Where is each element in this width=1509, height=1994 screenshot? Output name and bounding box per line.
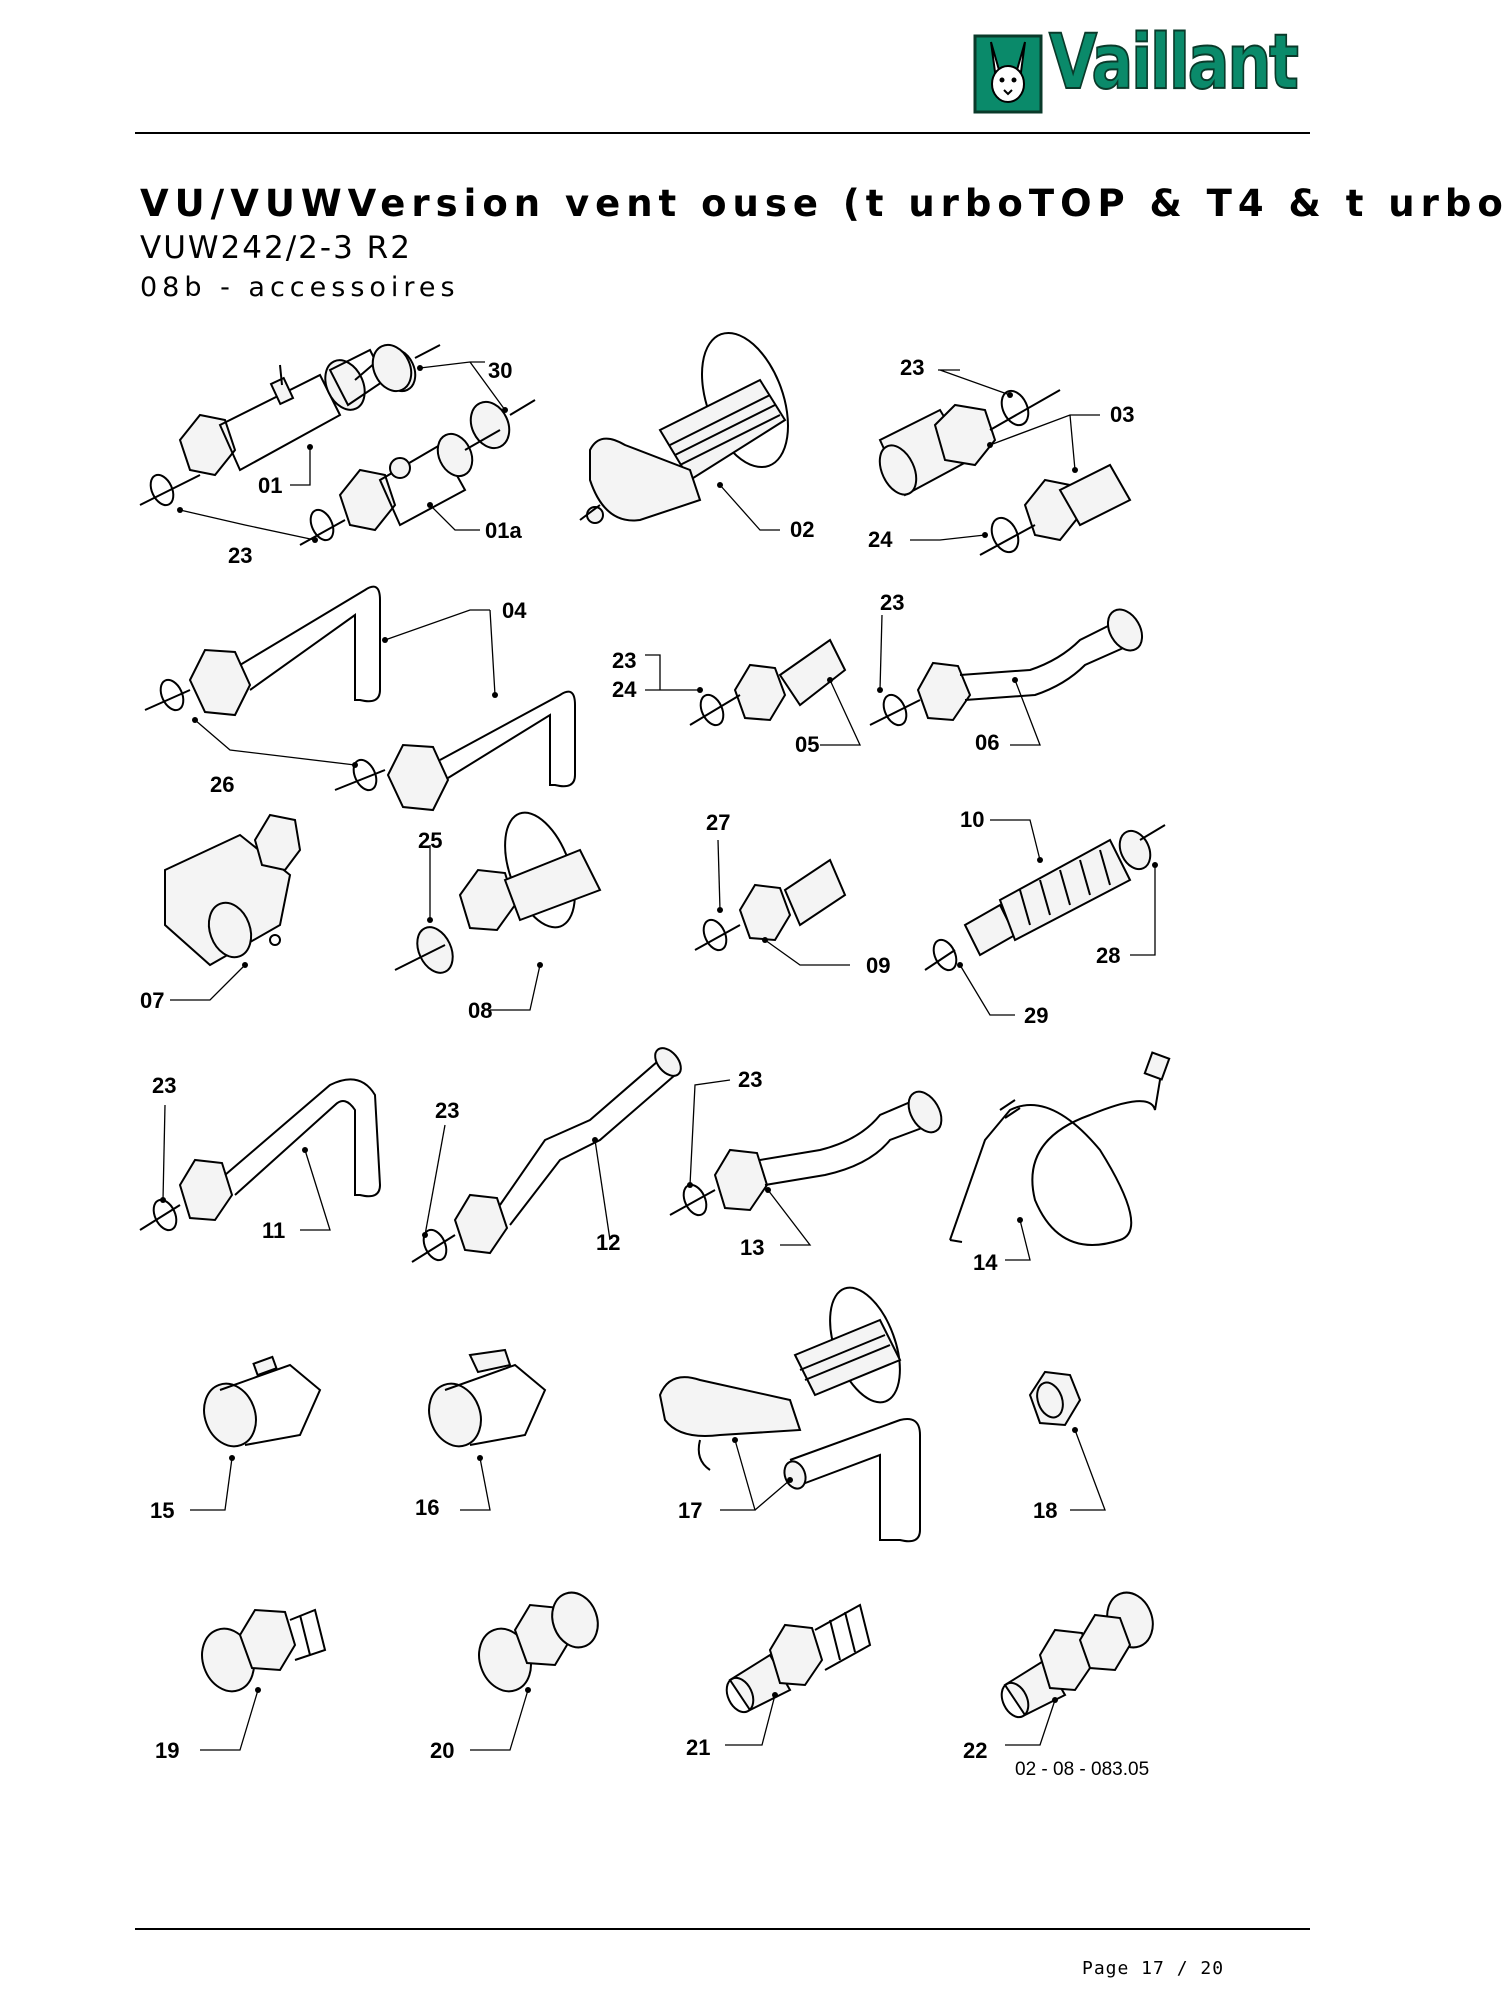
part-03-fitting xyxy=(878,389,1132,556)
label-11: 11 xyxy=(262,1218,285,1243)
part-17-elbow-valve xyxy=(658,1286,921,1543)
label-17: 17 xyxy=(678,1498,702,1523)
label-30: 30 xyxy=(488,358,512,383)
label-14: 14 xyxy=(973,1250,998,1275)
label-02: 02 xyxy=(790,517,814,542)
label-23: 23 xyxy=(738,1067,762,1092)
label-22: 22 xyxy=(963,1738,987,1763)
label-23: 23 xyxy=(228,543,252,568)
part-16-valve xyxy=(428,1348,547,1448)
label-27: 27 xyxy=(706,810,730,835)
label-09: 09 xyxy=(866,953,890,978)
part-10-flex-hose xyxy=(924,824,1166,972)
label-23: 23 xyxy=(612,648,636,673)
brand-name: Vaillant xyxy=(1048,17,1300,106)
label-10: 10 xyxy=(960,807,984,832)
hare-logo-icon xyxy=(973,34,1043,114)
label-24: 24 xyxy=(868,527,893,552)
label-08: 08 xyxy=(468,998,492,1023)
part-04-pipes xyxy=(144,585,576,812)
label-04: 04 xyxy=(502,598,527,623)
label-21: 21 xyxy=(686,1735,710,1760)
part-05-adapter xyxy=(689,638,847,727)
label-20: 20 xyxy=(430,1738,454,1763)
label-07: 07 xyxy=(140,988,164,1013)
label-19: 19 xyxy=(155,1738,179,1763)
part-12-pipe xyxy=(411,1047,682,1263)
header-rule xyxy=(135,132,1310,134)
label-26: 26 xyxy=(210,772,234,797)
part-18-plug xyxy=(1028,1370,1082,1427)
label-01a: 01a xyxy=(485,518,522,543)
part-06-bent-pipe xyxy=(869,608,1144,727)
page-number: Page 17 / 20 xyxy=(1082,1958,1225,1979)
label-13: 13 xyxy=(740,1235,764,1260)
label-15: 15 xyxy=(150,1498,174,1523)
leader-lines xyxy=(162,361,1156,1751)
part-23-washers-r1 xyxy=(149,473,335,542)
drawing-reference: 02 - 08 - 083.05 xyxy=(1015,1759,1149,1780)
part-13-pipe xyxy=(669,1090,943,1217)
label-12: 12 xyxy=(596,1230,620,1255)
label-23: 23 xyxy=(880,590,904,615)
part-09-adapter xyxy=(694,858,847,952)
label-23: 23 xyxy=(900,355,924,380)
label-28: 28 xyxy=(1096,943,1120,968)
part-11-pipe xyxy=(139,1078,382,1232)
label-24: 24 xyxy=(612,677,637,702)
label-01: 01 xyxy=(258,473,282,498)
label-25: 25 xyxy=(418,828,442,853)
part-30-nuts xyxy=(371,343,536,450)
footer-rule xyxy=(135,1928,1310,1930)
label-18: 18 xyxy=(1033,1498,1057,1523)
part-14-sensor xyxy=(949,1051,1171,1246)
leader-dots xyxy=(160,365,1158,1703)
part-20-union xyxy=(478,1591,599,1693)
label-06: 06 xyxy=(975,730,999,755)
part-01a-valve xyxy=(299,429,501,546)
document-title: VU/VUWVersion vent ouse (t urboTOP & T4 … xyxy=(140,182,1509,225)
model-number: VUW242/2-3 R2 xyxy=(140,230,412,266)
section-title: 08b - accessoires xyxy=(140,272,460,303)
part-19-union xyxy=(201,1608,327,1693)
part-08-fitting xyxy=(394,811,602,974)
label-29: 29 xyxy=(1024,1003,1048,1028)
part-21-union xyxy=(725,1603,872,1714)
part-02-fitting xyxy=(579,331,789,524)
label-05: 05 xyxy=(795,732,819,757)
label-23: 23 xyxy=(435,1098,459,1123)
part-07-tee xyxy=(164,813,302,967)
label-03: 03 xyxy=(1110,402,1134,427)
vaillant-logo: Vaillant xyxy=(973,23,1313,122)
parts-diagram: 30 01 01a 23 02 23 03 24 04 23 24 05 23 … xyxy=(139,331,1171,1780)
label-23: 23 xyxy=(152,1073,176,1098)
label-16: 16 xyxy=(415,1495,439,1520)
part-15-valve xyxy=(203,1355,322,1448)
part-22-union xyxy=(1000,1591,1154,1719)
